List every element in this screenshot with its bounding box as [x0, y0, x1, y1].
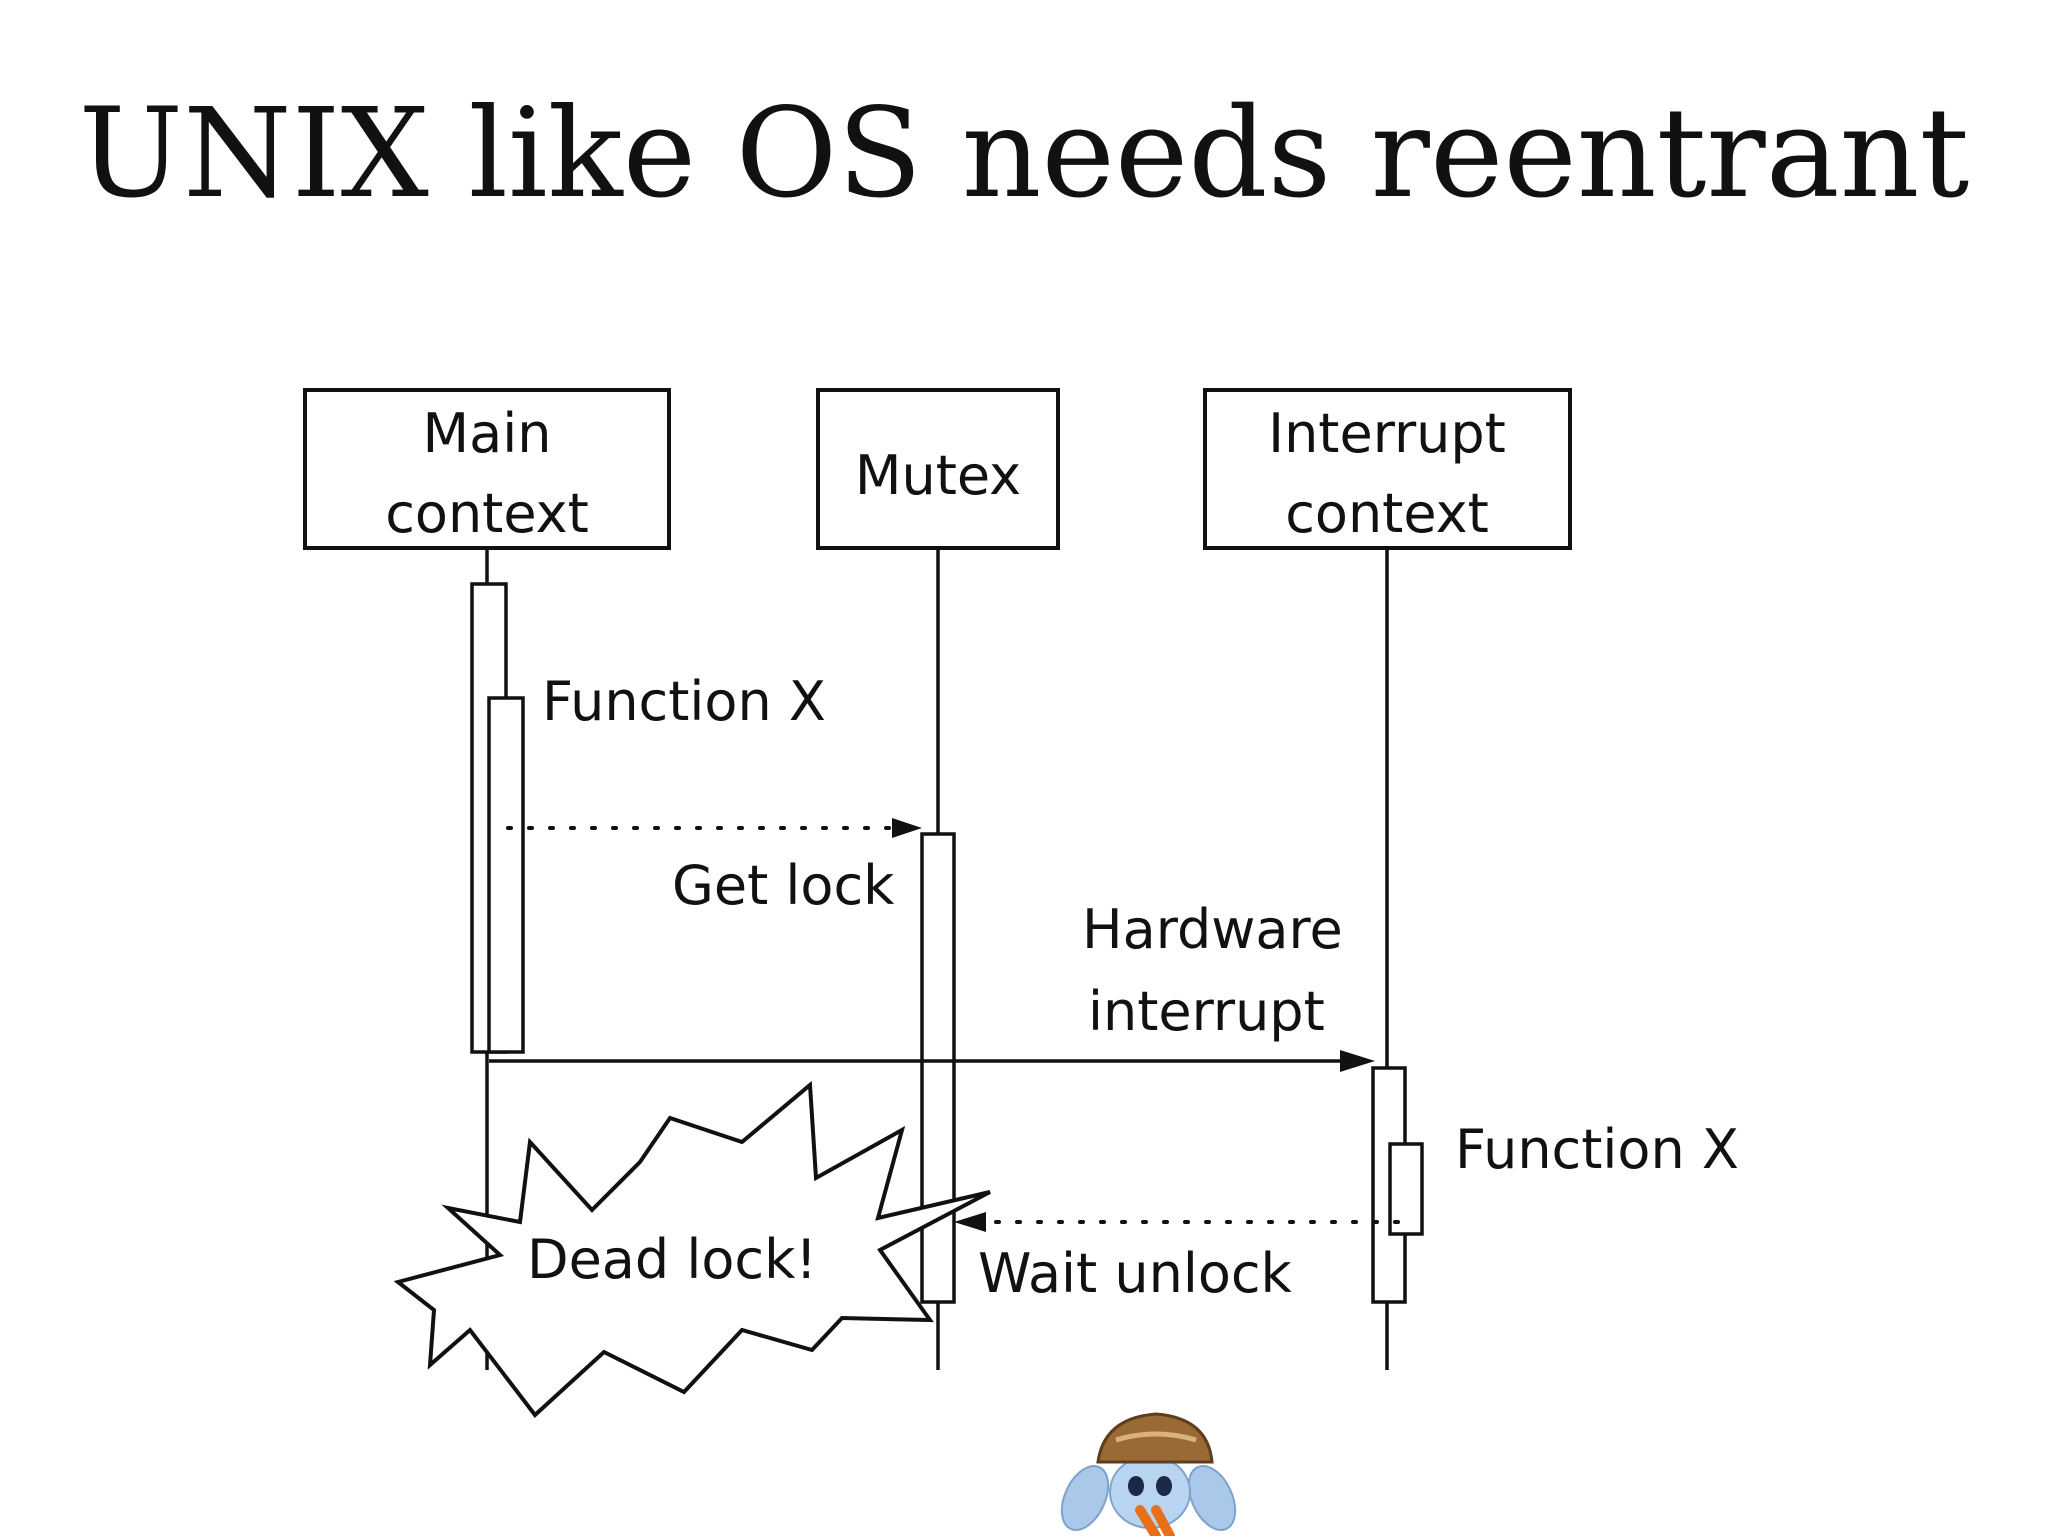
activation-mutex [920, 832, 956, 1304]
slide-title: UNIX like OS needs reentrant [78, 82, 1970, 226]
participant-interrupt-label-line2: context [1285, 482, 1489, 545]
participant-main-label-line1: Main [423, 402, 552, 465]
interrupt-function-label: Function X [1455, 1118, 1739, 1181]
participant-main-context: Main context [303, 388, 671, 550]
hardware-interrupt-arrowhead [1340, 1050, 1375, 1072]
deadlock-callout: Dead lock! [393, 1080, 991, 1418]
activation-main-function [487, 696, 525, 1054]
participant-interrupt-label-line1: Interrupt [1268, 402, 1506, 465]
activation-interrupt-function [1388, 1142, 1424, 1236]
hardware-interrupt-label-line2: interrupt [1088, 980, 1325, 1043]
deadlock-burst-shape [393, 1080, 991, 1418]
participant-main-label-line2: context [385, 482, 589, 545]
hardware-interrupt-label-line1: Hardware [1082, 898, 1343, 961]
participant-interrupt-context: Interrupt context [1203, 388, 1572, 550]
get-lock-label: Get lock [672, 854, 895, 917]
main-function-label: Function X [542, 670, 826, 733]
hermit-crab-mascot-icon [1060, 1412, 1237, 1536]
get-lock-arrowhead [892, 818, 922, 838]
participant-mutex: Mutex [816, 388, 1060, 550]
participant-mutex-label: Mutex [855, 444, 1021, 507]
wait-unlock-arrowhead [954, 1212, 986, 1232]
wait-unlock-label: Wait unlock [978, 1242, 1293, 1305]
deadlock-text: Dead lock! [527, 1228, 817, 1291]
